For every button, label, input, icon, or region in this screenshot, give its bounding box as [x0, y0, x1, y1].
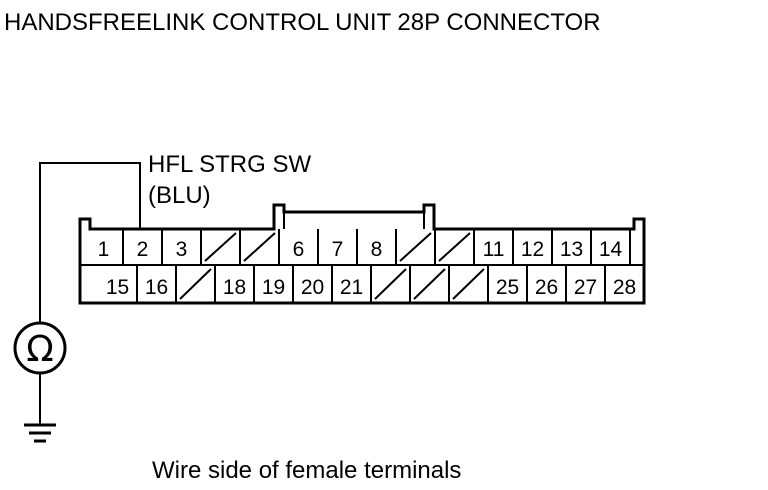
terminal-20: 20: [301, 276, 324, 299]
terminal-11: 11: [483, 238, 505, 261]
terminal-21: 21: [340, 276, 363, 299]
terminal-28: 28: [613, 276, 636, 299]
probe-label: HFL STRG SW: [148, 151, 311, 178]
connector-housing: [78, 203, 646, 305]
terminal-12: 12: [521, 238, 544, 261]
terminal-14: 14: [599, 238, 623, 261]
ground-icon: [24, 373, 56, 443]
unused-terminal-slash: [204, 232, 237, 262]
caption: Wire side of female terminals: [152, 457, 461, 484]
unused-terminal-slash: [413, 268, 446, 300]
terminal-6: 6: [293, 238, 305, 261]
terminal-7: 7: [332, 238, 344, 261]
terminal-18: 18: [223, 276, 246, 299]
unused-terminal-slash: [399, 232, 432, 262]
diagram-title: HANDSFREELINK CONTROL UNIT 28P CONNECTOR: [4, 9, 601, 36]
terminal-15: 15: [106, 276, 129, 299]
unused-terminal-slash: [452, 268, 485, 300]
unused-terminal-slash: [374, 268, 407, 300]
terminal-3: 3: [176, 238, 188, 261]
unused-terminal-slash: [243, 232, 276, 262]
terminal-2: 2: [137, 238, 149, 261]
terminal-26: 26: [535, 276, 558, 299]
unused-terminal-slash: [179, 268, 212, 300]
ohm-symbol: Ω: [26, 329, 54, 370]
terminal-25: 25: [496, 276, 519, 299]
probe-wire-color: (BLU): [148, 182, 211, 209]
terminal-1: 1: [98, 238, 110, 261]
terminal-13: 13: [560, 238, 583, 261]
unused-terminal-slash: [438, 232, 471, 262]
terminal-27: 27: [574, 276, 597, 299]
ohmmeter-icon: Ω: [13, 321, 67, 375]
terminal-8: 8: [371, 238, 383, 261]
terminal-16: 16: [145, 276, 168, 299]
probe-wire: [39, 162, 141, 323]
connector-row-lower: 15 16 18 19 20 21 25 26 27 28: [106, 265, 645, 303]
terminal-19: 19: [262, 276, 285, 299]
